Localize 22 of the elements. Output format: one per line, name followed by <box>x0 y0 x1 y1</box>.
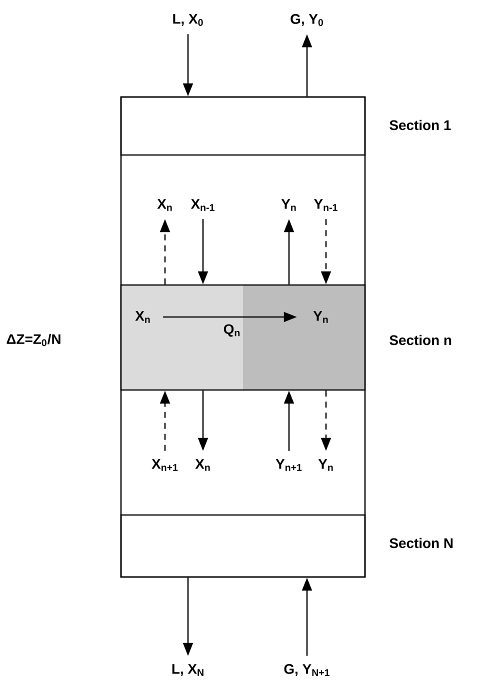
section-box <box>120 514 366 578</box>
edge-label: Q$_{n}$ <box>224 324 240 337</box>
section-band <box>120 284 366 391</box>
stream-label: X$_{n-1}$ <box>190 199 214 211</box>
stream-label: X$_{n}$ <box>195 459 210 471</box>
stream-label: L, X$_{0}$ <box>173 14 203 26</box>
section-box <box>120 96 366 156</box>
stream-label: Y$_{n}$ <box>313 311 328 323</box>
stream-label: X$_{n}$ <box>135 311 150 323</box>
stream-label: Y$_{n}$ <box>318 459 333 471</box>
section-label: Section n <box>390 334 452 346</box>
section-label: Section N <box>390 538 453 548</box>
stream-label: X$_{n}$ <box>157 199 172 211</box>
stream-label: L, X$_{N}$ <box>172 664 204 676</box>
stream-label: G, Y$_{N+1}$ <box>284 664 330 676</box>
stream-label: Y$_{n+1}$ <box>276 459 302 471</box>
height-label: ΔZ=Z$_{0}$/N <box>6 334 60 346</box>
section-label: Section 1 <box>390 120 451 130</box>
stream-label: X$_{n+1}$ <box>152 459 178 471</box>
stream-label: G, Y$_{0}$ <box>290 14 324 26</box>
stream-label: Y$_{n-1}$ <box>314 199 338 211</box>
stream-label: Y$_{n}$ <box>281 199 296 211</box>
